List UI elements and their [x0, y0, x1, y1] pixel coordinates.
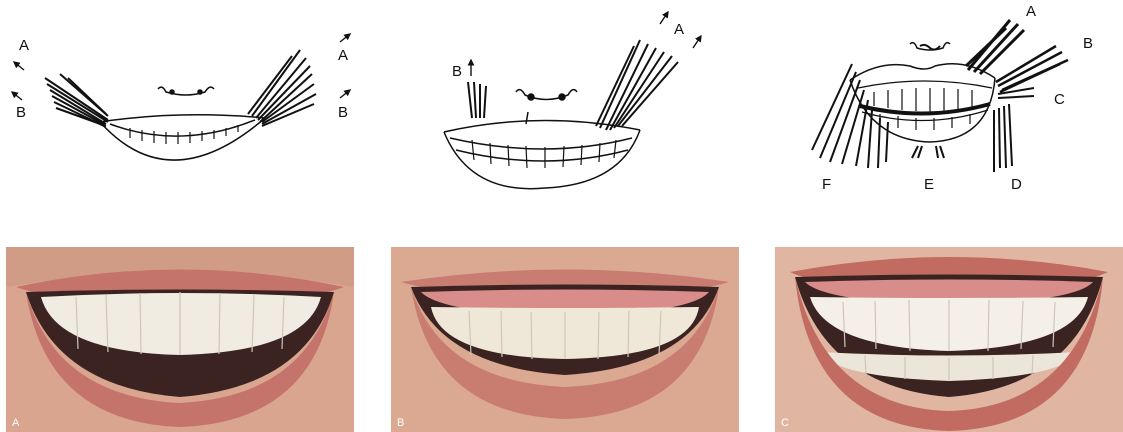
- upper-lip: [850, 64, 995, 80]
- nose-icon: [516, 90, 577, 100]
- smile-image: A: [6, 247, 354, 432]
- label-b-left: B: [16, 105, 26, 120]
- muscle-e-fibers: [912, 146, 944, 158]
- arrow-icon: [471, 12, 701, 76]
- photo-label: B: [397, 417, 404, 429]
- mouth-inner: [450, 138, 632, 149]
- upper-gum-line: [858, 81, 992, 88]
- diagram-3: [812, 20, 1068, 172]
- diagram-2: [444, 12, 701, 189]
- upper-lip: [100, 115, 265, 122]
- nose-icon: [158, 87, 214, 95]
- smile-photo-b: B: [391, 247, 739, 432]
- label-f: F: [822, 177, 831, 192]
- label-c: C: [1054, 92, 1065, 107]
- label-b-right: B: [338, 105, 348, 120]
- smile-photo-a: A: [6, 247, 354, 432]
- diagram-1: [12, 34, 350, 160]
- mouth-dark: [860, 104, 990, 114]
- teeth: [130, 125, 238, 144]
- label-a: A: [1026, 4, 1036, 19]
- right-muscle-fibers: [248, 50, 316, 126]
- label-a-left: A: [19, 38, 29, 53]
- label-d: D: [1011, 177, 1022, 192]
- left-muscle-fibers: [45, 74, 108, 126]
- muscle-b-fibers: [996, 46, 1068, 92]
- nose-icon: [910, 43, 950, 50]
- smile-image: B: [391, 247, 739, 432]
- photo-label: A: [12, 417, 20, 429]
- label-a: A: [674, 22, 684, 37]
- muscle-d-fibers: [994, 104, 1012, 172]
- label-b: B: [1083, 36, 1093, 51]
- muscle-a-fibers: [966, 20, 1024, 74]
- left-muscle-fibers: [468, 82, 486, 118]
- right-muscle-fibers: [596, 40, 678, 130]
- label-e: E: [924, 177, 934, 192]
- muscle-diagrams: [0, 0, 1123, 240]
- mouth-line: [456, 150, 628, 161]
- mouth-inner: [110, 120, 255, 136]
- lower-lip: [100, 118, 265, 160]
- smile-photo-c: C: [775, 247, 1123, 432]
- philtrum: [526, 112, 528, 124]
- label-a-right: A: [338, 48, 348, 63]
- smile-image: C: [775, 247, 1123, 432]
- photo-label: C: [781, 417, 789, 429]
- label-b: B: [452, 64, 462, 79]
- teeth: [472, 140, 616, 168]
